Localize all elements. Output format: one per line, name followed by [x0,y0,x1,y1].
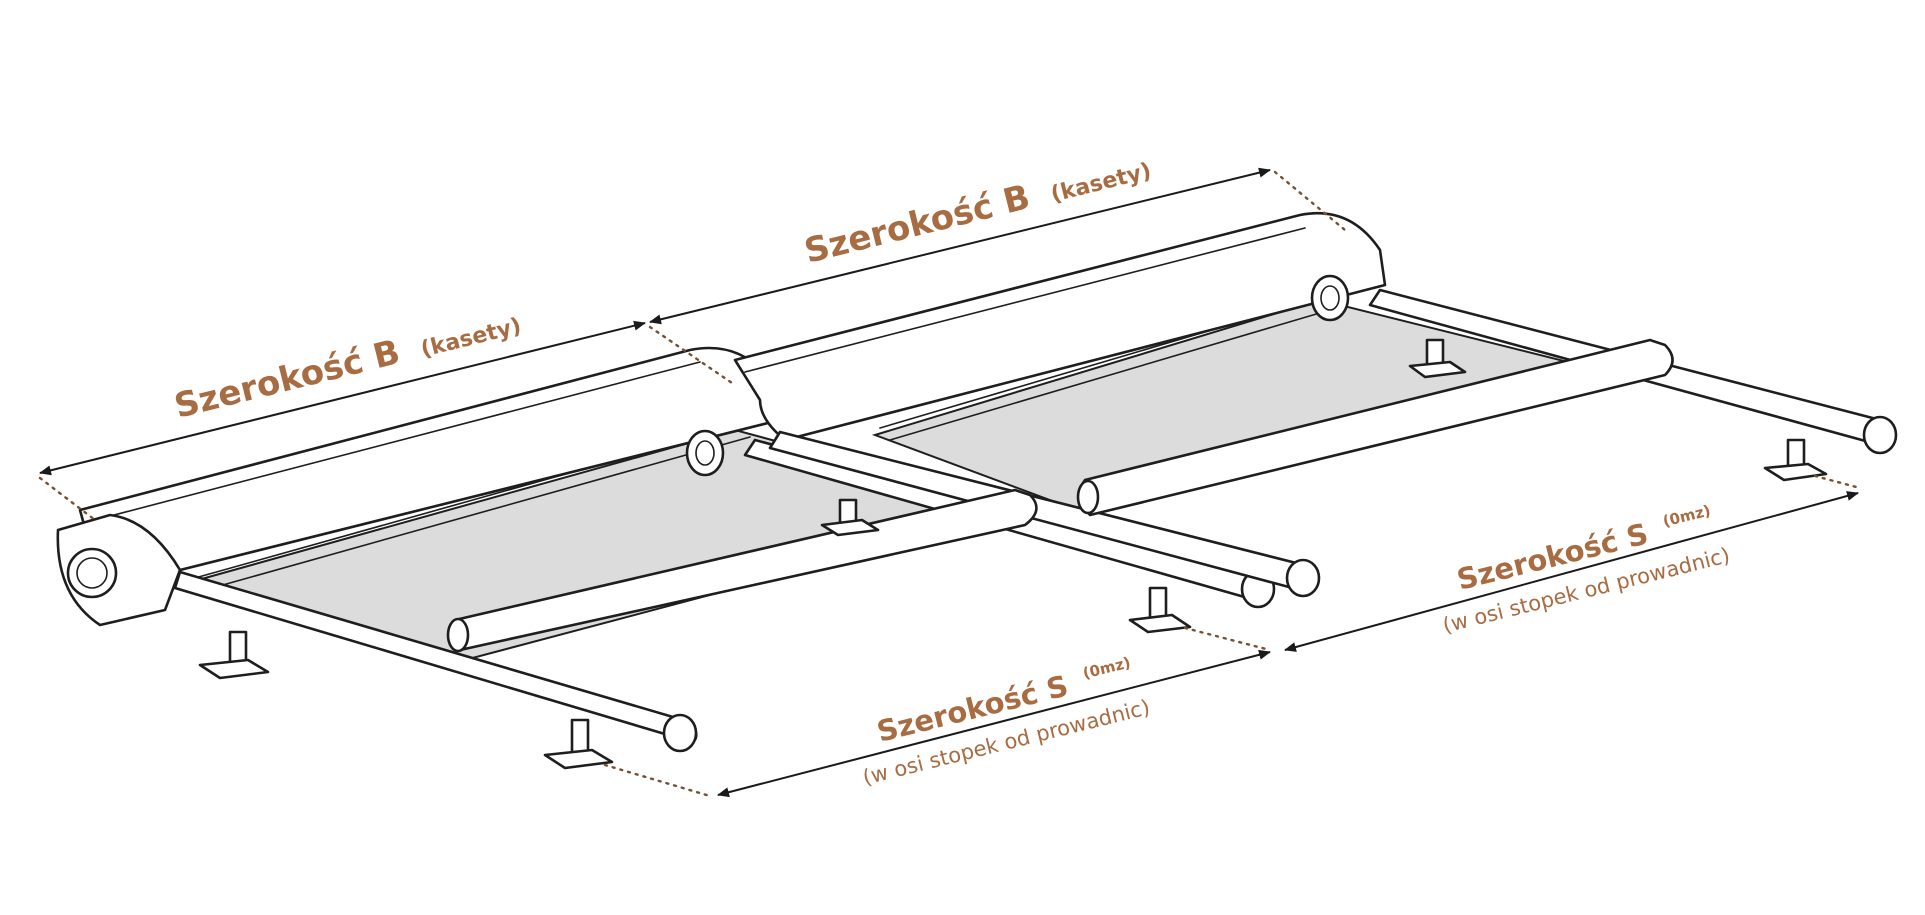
label-cassette-width-right: Szerokość B (kasety) [801,147,1155,272]
dimension-lines [38,167,1862,798]
front-roller-left [446,488,1038,653]
dimension-arrow-cassette-right [649,167,1271,325]
awning-structure [56,211,1898,770]
foot-front-left [198,630,270,680]
dimension-arrow-guide-right [1284,491,1859,652]
cassette-end-cap [56,513,182,627]
dimension-arrow-cassette-left [39,320,646,476]
cassette-gear-right [1310,274,1350,322]
foot-mid-center [820,498,880,537]
svg-text:Szerokość B (kasety): Szerokość B (kasety) [801,147,1155,272]
guide-rail-left [173,570,698,753]
label-cassette-width-right-main: Szerokość B [801,177,1034,272]
dimension-arrow-guide-left [717,649,1271,798]
foot-mid-front [1128,586,1192,634]
foot-rear-left [543,718,614,770]
label-guide-width-left-sup: (0mz) [1081,653,1132,682]
label-guide-width-right-sup: (0mz) [1661,501,1712,530]
foot-front-right [1763,438,1828,482]
label-cassette-width-left-paren: (kasety) [418,314,523,363]
label-cassette-width-right-paren: (kasety) [1048,159,1153,208]
mounting-feet [198,338,1828,770]
cassette-gear-left [685,429,725,477]
label-guide-width-left: Szerokość S (0mz) (w osi stopek od prowa… [860,653,1152,789]
foot-rear-right [1408,338,1467,379]
front-roller-right [1076,338,1674,517]
